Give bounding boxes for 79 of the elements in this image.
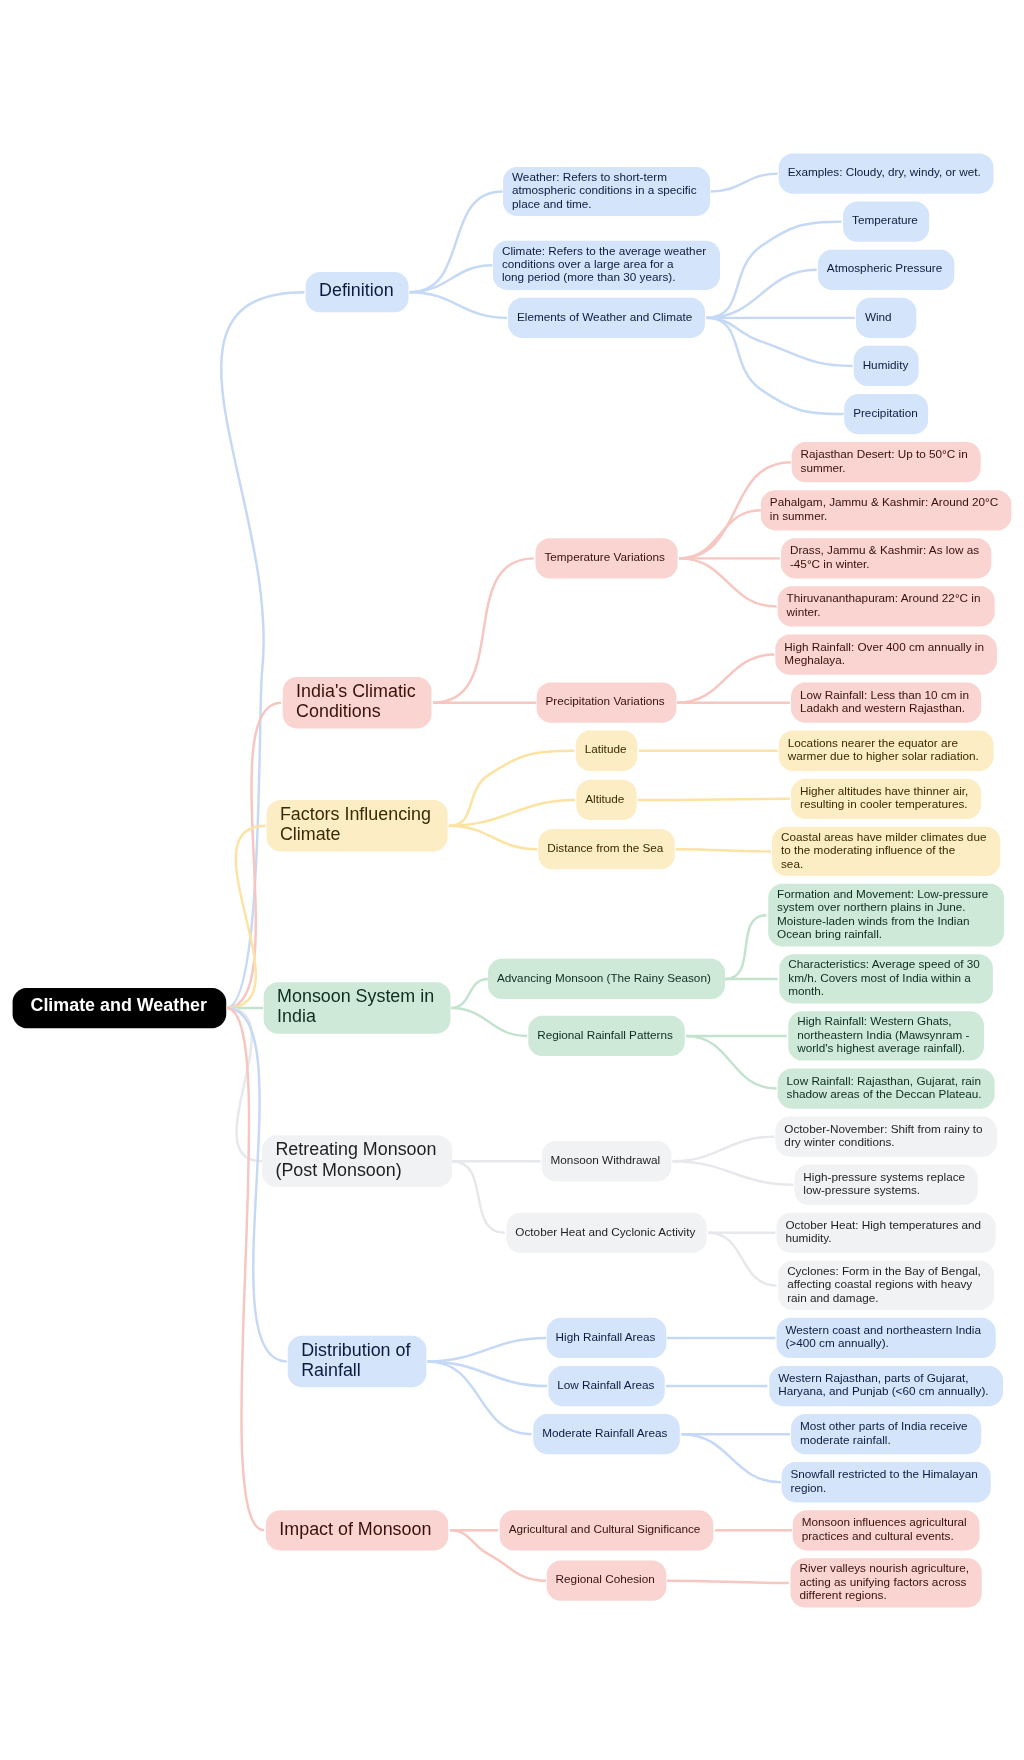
connector xyxy=(708,1231,777,1287)
node-box: Advancing Monsoon (The Rainy Season) xyxy=(487,958,726,999)
node-box: Examples: Cloudy, dry, windy, or wet. xyxy=(778,152,994,194)
node-box: Impact of Monsoon xyxy=(265,1509,449,1550)
connector xyxy=(705,219,842,319)
node-box: Monsoon Withdrawal xyxy=(541,1140,672,1181)
node-box: Moderate Rainfall Areas xyxy=(533,1413,680,1454)
connector xyxy=(685,1034,777,1090)
connector xyxy=(451,1159,505,1234)
connector xyxy=(665,1384,768,1387)
connector xyxy=(666,1578,789,1584)
node-box: Locations nearer the equator are warmer due to higher solar radiation. xyxy=(778,730,994,771)
node-box: Western coast and northeastern India (>400 cm annually). xyxy=(776,1317,996,1358)
node-box: Climate and Weather xyxy=(12,987,227,1028)
connector xyxy=(450,1006,528,1037)
node-box: Humidity xyxy=(853,345,919,386)
node-box: Agricultural and Cultural Significance xyxy=(499,1509,714,1550)
node-box: Retreating Monsoon (Post Monsoon) xyxy=(262,1135,453,1187)
node-box: India's Climatic Conditions xyxy=(282,676,432,728)
node-box: River valleys nourish agriculture, acting as unifying factors across different regions. xyxy=(790,1557,982,1608)
connector xyxy=(681,1432,782,1483)
node-box: Rajasthan Desert: Up to 50°C in summer. xyxy=(791,441,981,482)
node-box: Elements of Weather and Climate xyxy=(508,297,705,338)
connector xyxy=(638,749,778,752)
node-box: High-pressure systems replace low-pressure systems. xyxy=(794,1164,978,1205)
node-box: Drass, Jammu & Kashmir: As low as -45°C in winter. xyxy=(781,537,992,578)
node-box: Altitude xyxy=(576,779,637,820)
node-box: October-November: Shift from rainy to dry winter conditions. xyxy=(775,1116,997,1157)
node-box: Formation and Movement: Low-pressure system over northern plains in June. Moisture-laden winds from the Indian Ocean bring rainfall. xyxy=(768,883,1005,946)
node-box: Monsoon System in India xyxy=(263,981,451,1034)
node-box: Precipitation Variations xyxy=(536,682,677,723)
node-box: Factors Influencing Climate xyxy=(266,799,448,851)
connector xyxy=(448,798,576,827)
node-box: Coastal areas have milder climates due to the moderating influence of the sea. xyxy=(772,826,1001,876)
node-box: Western Rajasthan, parts of Gujarat, Haryana, and Punjab (<60 cm annually). xyxy=(769,1365,1003,1406)
connector xyxy=(675,847,771,853)
node-box: Low Rainfall Areas xyxy=(548,1365,665,1406)
connector xyxy=(724,913,767,980)
node-box: Distribution of Rainfall xyxy=(287,1335,427,1387)
node-box: High Rainfall Areas xyxy=(546,1317,667,1358)
connector xyxy=(448,749,575,827)
connector xyxy=(677,700,790,704)
node-box: Most other parts of India receive moderate rainfall. xyxy=(791,1413,982,1454)
node-box: Wind xyxy=(855,297,917,338)
node-box: High Rainfall: Over 400 cm annually in Meghalaya. xyxy=(775,633,997,675)
node-box: Regional Cohesion xyxy=(546,1560,667,1601)
node-box: Low Rainfall: Less than 10 cm in Ladakh and western Rajasthan. xyxy=(791,682,982,723)
node-box: October Heat: High temperatures and humidity. xyxy=(776,1212,996,1253)
node-box: Temperature Variations xyxy=(535,537,678,578)
node-box: Thiruvananthapuram: Around 22°C in winter. xyxy=(777,585,995,627)
node-box: Pahalgam, Jammu & Kashmir: Around 20°C in summer. xyxy=(760,489,1012,530)
node-box: Definition xyxy=(305,271,409,312)
node-box: Latitude xyxy=(575,730,638,771)
connector xyxy=(409,290,508,319)
connector xyxy=(715,1528,793,1532)
connector xyxy=(679,556,777,608)
connector xyxy=(449,1528,547,1582)
node-box: Snowfall restricted to the Himalayan region. xyxy=(781,1461,991,1502)
connector xyxy=(448,823,538,850)
node-box: Atmospheric Pressure xyxy=(817,249,955,290)
node-box: Regional Rainfall Patterns xyxy=(528,1015,685,1056)
connector xyxy=(725,977,778,980)
connector xyxy=(672,1159,794,1186)
connector xyxy=(427,1359,532,1435)
node-box: Low Rainfall: Rajasthan, Gujarat, rain shadow areas of the Deccan Plateau. xyxy=(777,1067,995,1109)
node-box: Precipitation xyxy=(844,393,929,434)
node-box: Weather: Refers to short-term atmospheric conditions in a specific place and time. xyxy=(503,166,710,216)
node-box: Monsoon influences agricultural practices and cultural events. xyxy=(792,1509,980,1550)
connector xyxy=(637,797,790,801)
node-box: Characteristics: Average speed of 30 km/h. Covers most of India within a month. xyxy=(779,953,993,1004)
connector xyxy=(705,316,844,415)
connector xyxy=(666,1336,776,1339)
connector xyxy=(710,171,778,193)
node-box: High Rainfall: Western Ghats, northeastern India (Mawsynram - world's highest average rainfall). xyxy=(788,1010,984,1061)
node-box: Climate: Refers to the average weather conditions over a large area for a long period (more than 30 years). xyxy=(493,240,721,290)
node-box: Higher altitudes have thinner air, resulting in cooler temperatures. xyxy=(791,778,982,819)
connector xyxy=(433,700,537,704)
node-box: Temperature xyxy=(843,201,930,242)
node-box: Distance from the Sea xyxy=(538,828,675,869)
